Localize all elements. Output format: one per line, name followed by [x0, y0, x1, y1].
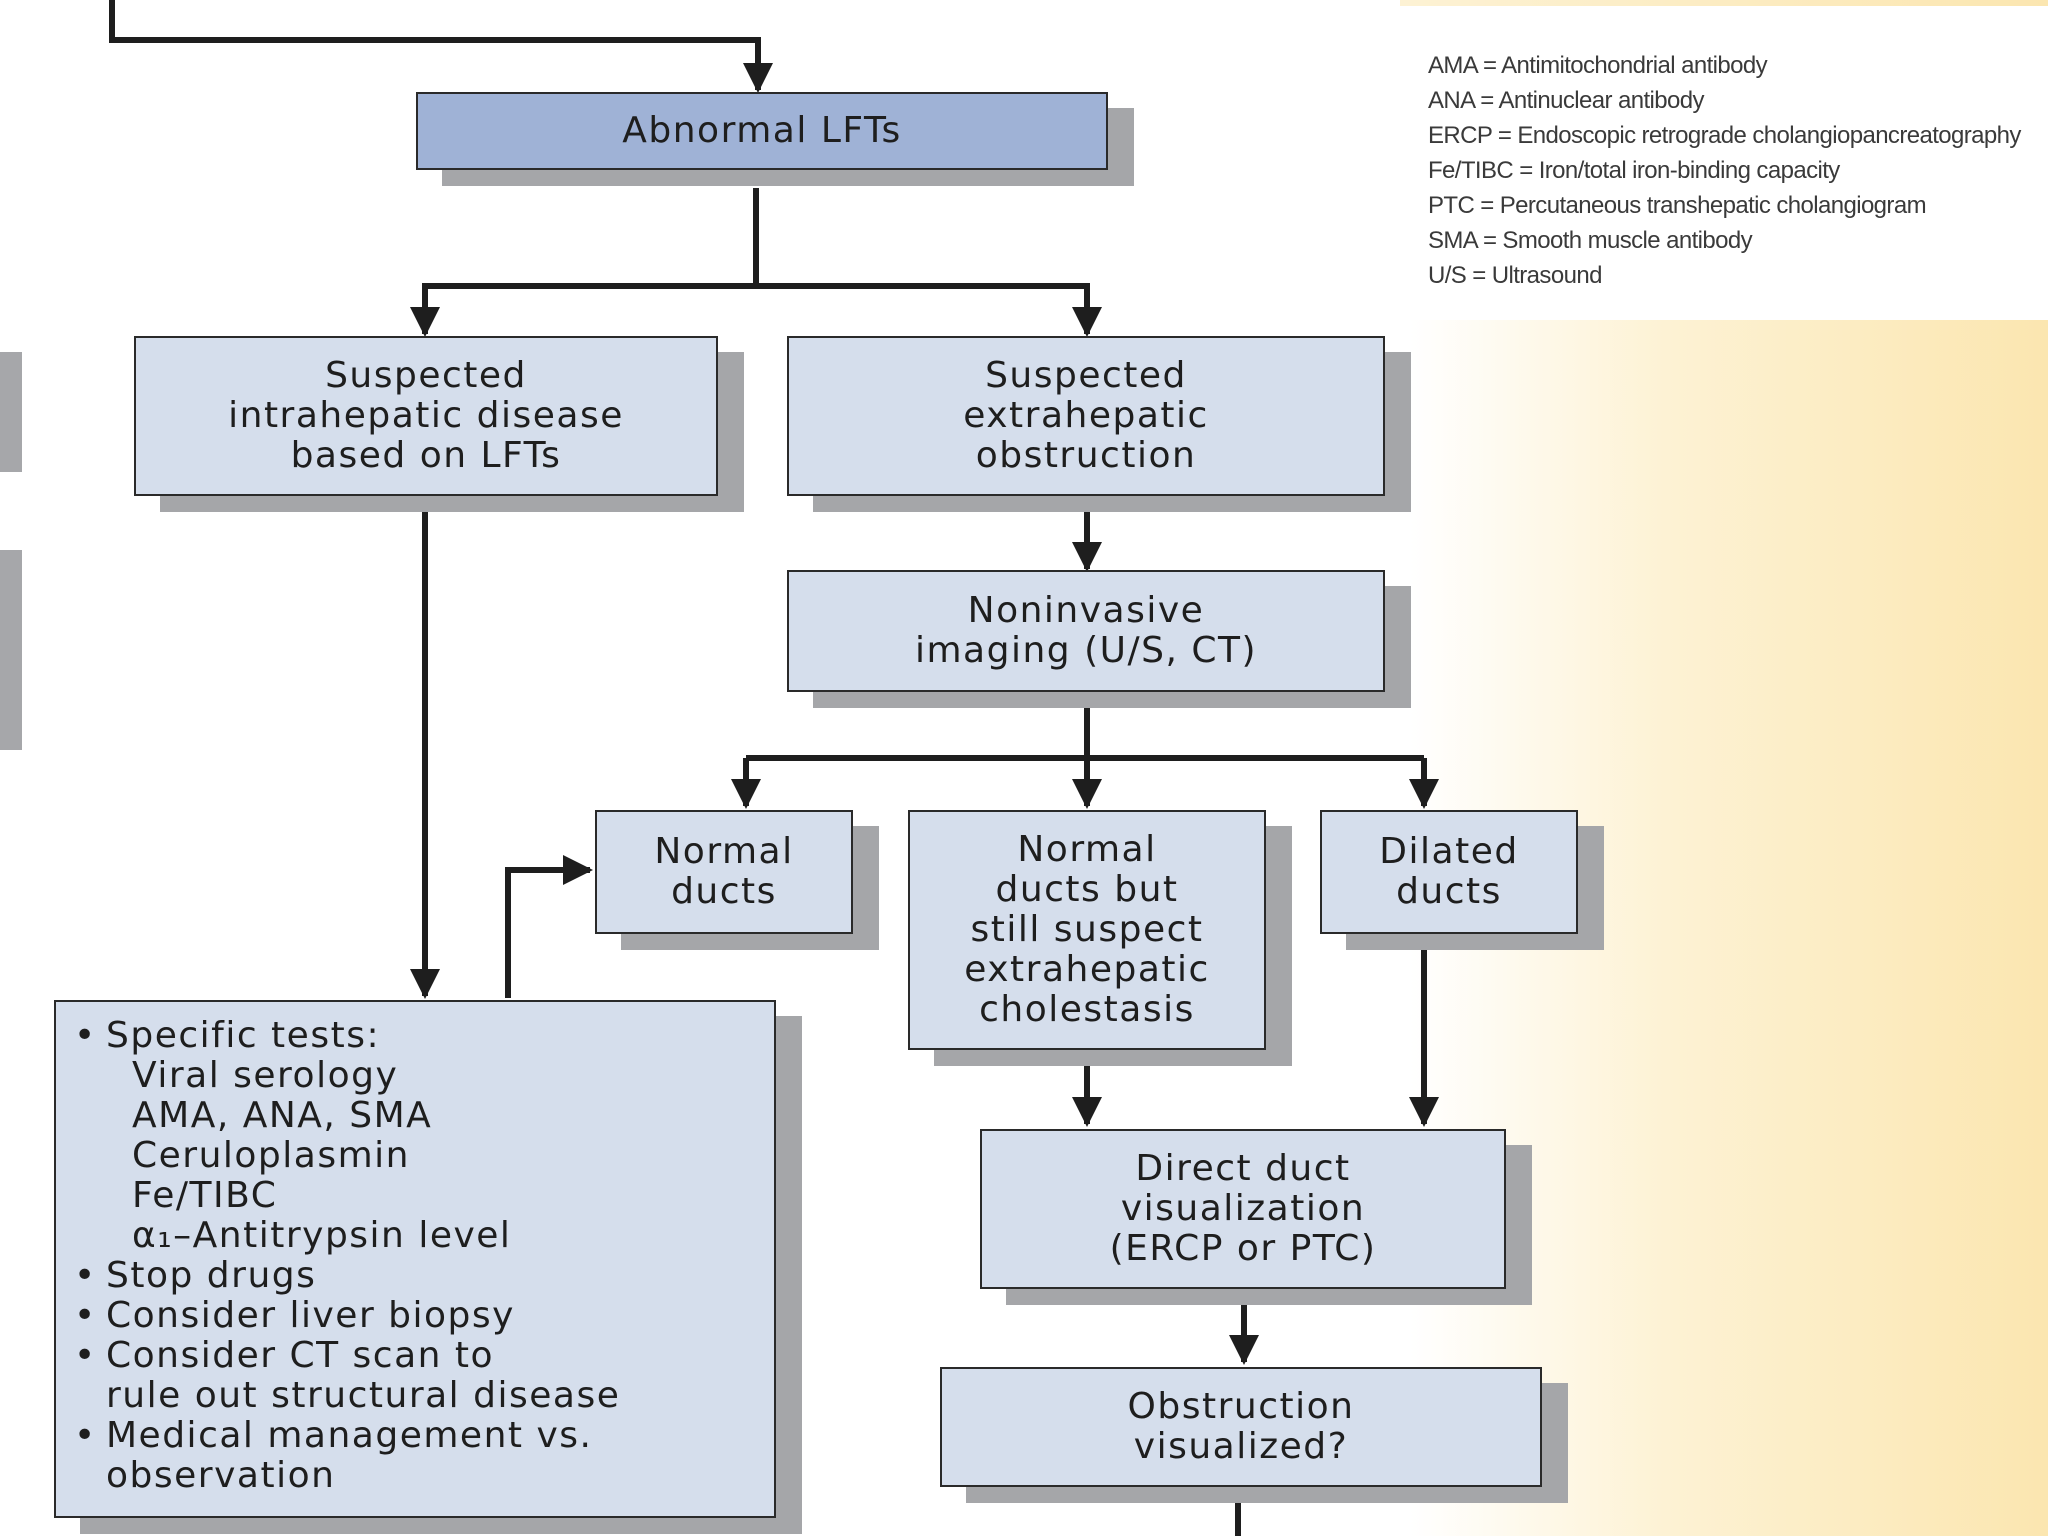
legend-item: PTC = Percutaneous transhepatic cholangi…: [1428, 192, 1927, 219]
connector-tests-to-normal-ducts: [505, 855, 593, 998]
background-top-strip: [1400, 0, 2048, 6]
connector-top-entry: [109, 0, 773, 93]
connector-to-extrahepatic: [756, 283, 1102, 337]
node-label: Suspected extrahepatic obstruction: [963, 355, 1209, 476]
legend-item: ERCP = Endoscopic retrograde cholangiopa…: [1428, 122, 2021, 149]
tests-item: Specific tests:: [74, 1016, 620, 1057]
node-specific-tests: Specific tests: Viral serology AMA, ANA,…: [54, 1000, 776, 1518]
tests-subitem: α₁–Antitrypsin level: [132, 1215, 512, 1256]
tests-subitem: AMA, ANA, SMA: [132, 1095, 433, 1136]
node-normal-ducts: Normal ducts: [595, 810, 853, 934]
left-edge-bar: [0, 550, 22, 750]
node-label: Obstruction visualized?: [1127, 1386, 1355, 1467]
node-label: Direct duct visualization (ERCP or PTC): [1109, 1148, 1377, 1269]
node-direct-duct-visualization: Direct duct visualization (ERCP or PTC): [980, 1129, 1506, 1289]
legend-item: ANA = Antinuclear antibody: [1428, 87, 1705, 114]
node-label: Suspected intrahepatic disease based on …: [228, 355, 624, 476]
left-edge-bar: [0, 352, 22, 472]
node-label: Noninvasive imaging (U/S, CT): [914, 590, 1258, 671]
node-label: Normal ducts: [654, 831, 794, 912]
node-dilated-ducts: Dilated ducts: [1320, 810, 1578, 934]
node-abnormal-lfts: Abnormal LFTs: [416, 92, 1108, 170]
node-label: Dilated ducts: [1379, 831, 1519, 912]
tests-subitem: Viral serology: [132, 1055, 399, 1096]
tests-item-continued: observation: [106, 1455, 336, 1496]
legend-item: U/S = Ultrasound: [1428, 262, 1602, 289]
node-intrahepatic-disease: Suspected intrahepatic disease based on …: [134, 336, 718, 496]
tests-subitem: Fe/TIBC: [132, 1175, 278, 1216]
tests-list: Specific tests: Viral serology AMA, ANA,…: [74, 1016, 621, 1496]
legend-item: SMA = Smooth muscle antibody: [1428, 227, 1753, 254]
tests-item: Stop drugs: [74, 1256, 620, 1297]
abbreviation-legend: AMA = Antimitochondrial antibody ANA = A…: [1428, 48, 2021, 293]
tests-item: Consider liver biopsy: [74, 1296, 620, 1337]
legend-item: AMA = Antimitochondrial antibody: [1428, 52, 1768, 79]
node-noninvasive-imaging: Noninvasive imaging (U/S, CT): [787, 570, 1385, 692]
node-obstruction-visualized: Obstruction visualized?: [940, 1367, 1542, 1487]
node-normal-ducts-still-suspect: Normal ducts but still suspect extrahepa…: [908, 810, 1266, 1050]
tests-item-continued: rule out structural disease: [106, 1375, 621, 1416]
connector-to-intrahepatic: [410, 283, 756, 337]
tests-item: Consider CT scan to: [74, 1336, 620, 1377]
tests-subitem: Ceruloplasmin: [132, 1135, 410, 1176]
tests-item: Medical management vs.: [74, 1416, 620, 1457]
node-extrahepatic-obstruction: Suspected extrahepatic obstruction: [787, 336, 1385, 496]
node-label: Abnormal LFTs: [622, 110, 902, 151]
legend-item: Fe/TIBC = Iron/total iron-binding capaci…: [1428, 157, 1840, 184]
node-label: Normal ducts but still suspect extrahepa…: [964, 829, 1210, 1030]
